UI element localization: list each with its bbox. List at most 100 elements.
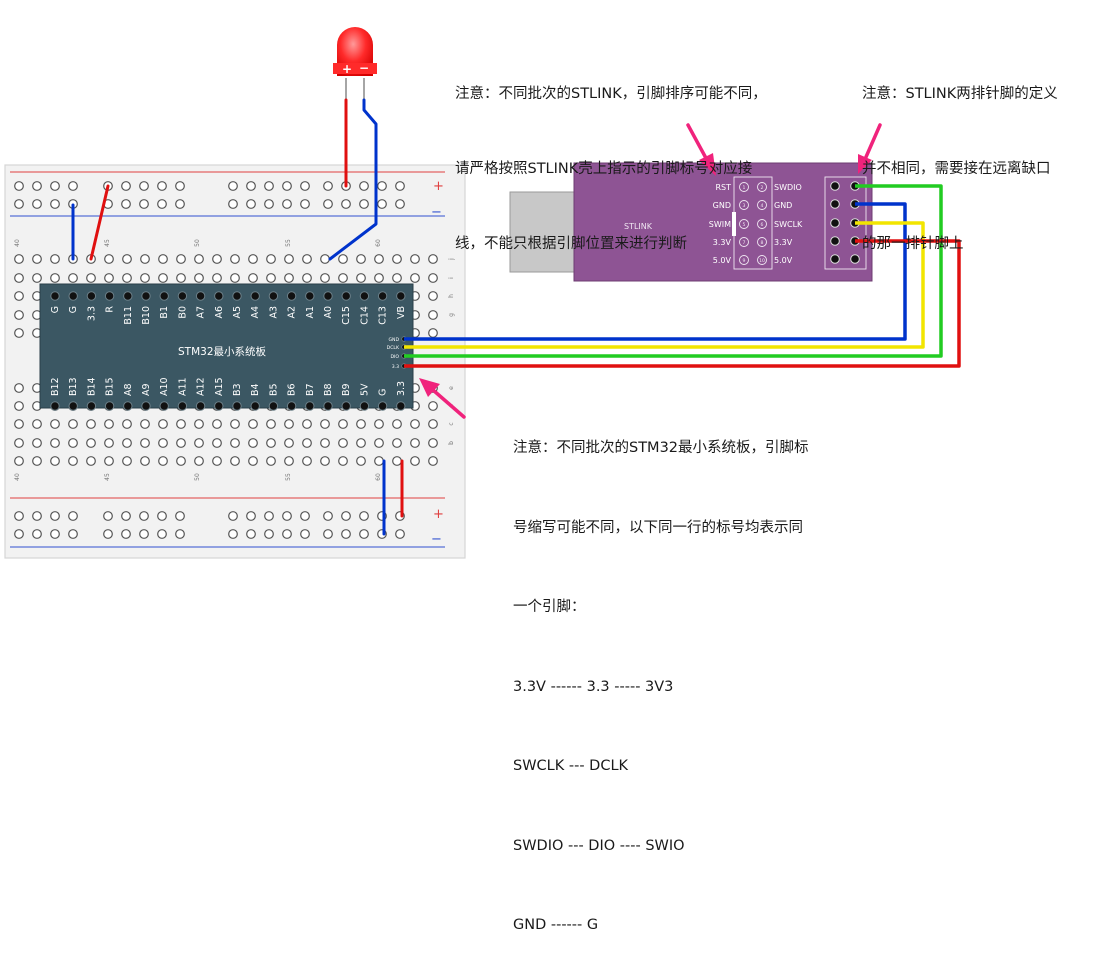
top-pin-label: B11 [123,306,134,325]
header-pin [830,181,840,191]
column-number-top: 55 [285,239,292,247]
breadboard-hole [104,456,114,466]
breadboard-hole [338,438,348,448]
rail-hole [175,181,185,191]
breadboard-hole [410,254,420,264]
column-number-bottom: 40 [14,473,21,481]
stm32-header-pins [50,291,406,411]
breadboard-hole [14,291,24,301]
header-pin [396,291,406,301]
rail-hole [175,199,185,209]
breadboard-hole [248,273,258,283]
breadboard-hole [50,456,60,466]
bottom-pin-label: B3 [232,383,243,396]
rail-hole [282,199,292,209]
top-pin-label: VB [396,306,407,319]
rail-hole [139,199,149,209]
stlink-pin [757,237,767,247]
note-board-pin-names: 注意：不同批次的STM32最小系统板，引脚标 号缩写可能不同，以下同一行的标号均… [513,384,809,966]
rail-hole [14,511,24,521]
note-line: SWCLK --- DCLK [513,758,629,774]
breadboard-hole [428,291,438,301]
header-pin [50,291,60,301]
column-number-top: 45 [104,239,111,247]
rail-hole [341,511,351,521]
bottom-pin-label: 3.3 [396,381,407,396]
breadboard-hole [266,456,276,466]
breadboard-hole [284,438,294,448]
breadboard-hole [410,273,420,283]
breadboard-hole [194,273,204,283]
top-pin-label: B1 [159,306,170,319]
header-pin [305,291,315,301]
header-pin [830,236,840,246]
breadboard-hole [194,456,204,466]
bottom-pin-label: A10 [159,377,170,396]
top-pin-label: G [68,306,79,313]
rail-hole [157,199,167,209]
breadboard-hole [32,456,42,466]
breadboard-hole [230,456,240,466]
swd-pin-label: DCLK [387,345,400,351]
breadboard-hole [122,438,132,448]
breadboard-hole [14,419,24,429]
rail-hole [341,529,351,539]
header-pin [104,291,115,301]
row-letter: j [448,258,455,261]
breadboard-hole [140,456,150,466]
top-pin-label: G [50,306,61,313]
rail-hole [139,511,149,521]
breadboard-hole [50,273,60,283]
rail-hole [282,511,292,521]
rail-hole [395,529,405,539]
header-pin [286,291,297,301]
bottom-pin-label: A8 [123,383,134,396]
bottom-pin-label: B13 [68,377,79,396]
stlink-body [573,162,873,282]
rail-minus-bottom: − [431,532,442,547]
top-pin-label: A4 [250,306,261,319]
swd-pin-label: DIO [390,354,399,360]
note-line: 请严格按照STLINK壳上指示的引脚标号对应接 [455,161,753,177]
rail-hole [323,181,333,191]
stlink-pin-number: 9 [743,258,746,264]
wire-led-cathode [328,98,378,261]
rail-hole [121,199,131,209]
breadboard-hole [374,419,384,429]
top-pin-label: B0 [177,306,188,319]
breadboard-hole [32,254,42,264]
rail-hole [68,181,78,191]
top-pin-label: C13 [378,306,389,325]
rail-hole [32,199,42,209]
rail-hole [341,199,351,209]
header-pin [68,401,78,411]
breadboard-hole [266,254,276,264]
rail-hole [50,181,60,191]
stlink-right-label: 3.3V [774,238,793,247]
bottom-pin-label: B6 [287,383,298,396]
breadboard-hole [302,254,312,264]
rail-hole [50,511,60,521]
note-line: 并不相同，需要接在远离缺口 [862,161,1051,177]
stlink-pin [739,219,749,229]
breadboard-hole [194,419,204,429]
bottom-pin-label: B8 [323,383,334,396]
breadboard-hole [104,438,114,448]
header-pin [195,401,206,411]
top-pin-label: A5 [232,306,243,319]
rail-hole [157,181,167,191]
bottom-pin-label: 5V [359,383,370,396]
wire-swclk [404,221,925,349]
header-pin [377,291,388,301]
header-pin [123,401,133,411]
rail-hole [282,529,292,539]
row-letter: i [448,277,455,279]
stlink-left-label: SWIM [709,220,731,229]
bottom-pin-label: B4 [250,383,261,396]
breadboard-hole [248,419,258,429]
rail-hole [377,199,387,209]
breadboard-hole [392,273,402,283]
breadboard-hole [410,419,420,429]
breadboard-hole [176,254,186,264]
breadboard-hole [356,438,366,448]
